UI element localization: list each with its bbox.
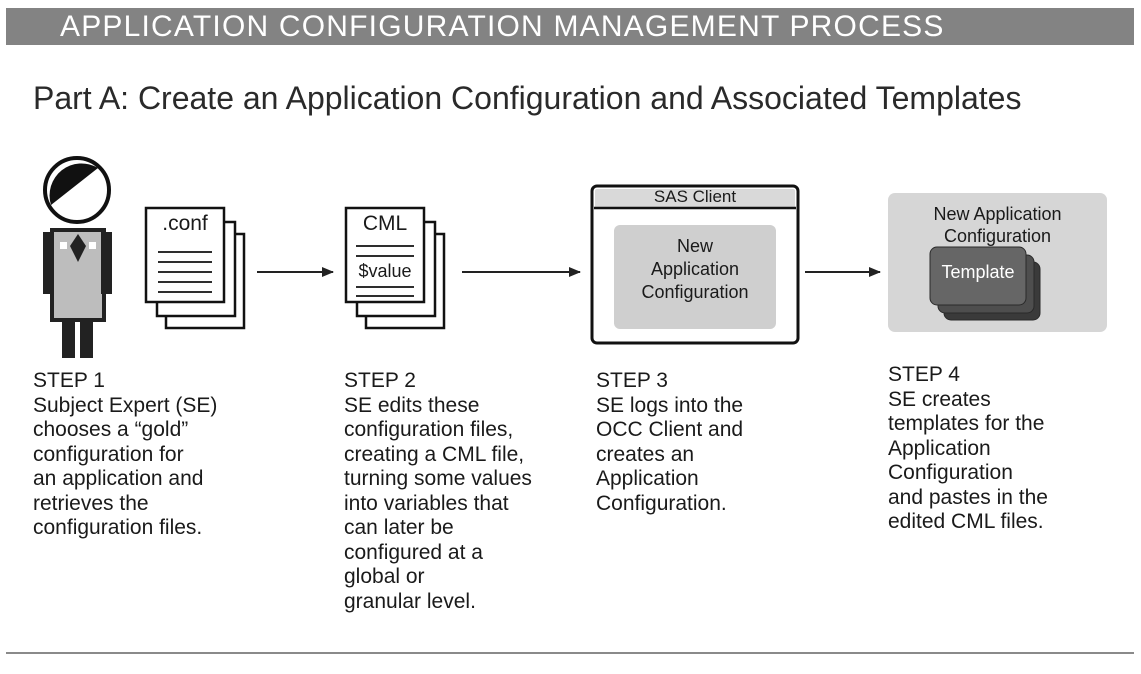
cml-value-label: $value [358, 261, 412, 281]
step-4-text: SE creates templates for the Application… [888, 387, 1048, 534]
title-banner: APPLICATION CONFIGURATION MANAGEMENT PRO… [6, 8, 1134, 45]
step-3-description: STEP 3 SE logs into the OCC Client and c… [596, 369, 743, 516]
subject-expert-icon [43, 156, 112, 358]
step-3-heading: STEP 3 [596, 369, 668, 392]
new-app-config-title: New Application Configuration [933, 204, 1062, 246]
template-label: Template [941, 262, 1015, 282]
sas-client-window [590, 184, 800, 345]
step-3-text: SE logs into the OCC Client and creates … [596, 393, 744, 515]
sas-new-app-config-label: New Application Configuration [641, 236, 749, 302]
diagram-subtitle: Part A: Create an Application Configurat… [33, 80, 1022, 116]
page-title: APPLICATION CONFIGURATION MANAGEMENT PRO… [60, 10, 945, 43]
step-2-text: SE edits these configuration files, crea… [344, 393, 532, 613]
new-app-config-container [888, 193, 1107, 332]
step-4-description: STEP 4 SE creates templates for the Appl… [888, 363, 1048, 535]
step-1-heading: STEP 1 [33, 369, 105, 392]
step-4-heading: STEP 4 [888, 363, 960, 386]
step-1-description: STEP 1 Subject Expert (SE) chooses a “go… [33, 369, 217, 541]
cml-file-label: CML [362, 212, 408, 235]
bottom-divider [6, 652, 1134, 654]
conf-file-label: .conf [162, 212, 208, 235]
cml-files-icon [344, 206, 446, 330]
step-2-description: STEP 2 SE edits these configuration file… [344, 369, 532, 614]
sas-client-title: SAS Client [653, 187, 737, 206]
step-1-text: Subject Expert (SE) chooses a “gold” con… [33, 393, 218, 540]
step-2-heading: STEP 2 [344, 369, 416, 392]
conf-files-icon [144, 206, 246, 330]
